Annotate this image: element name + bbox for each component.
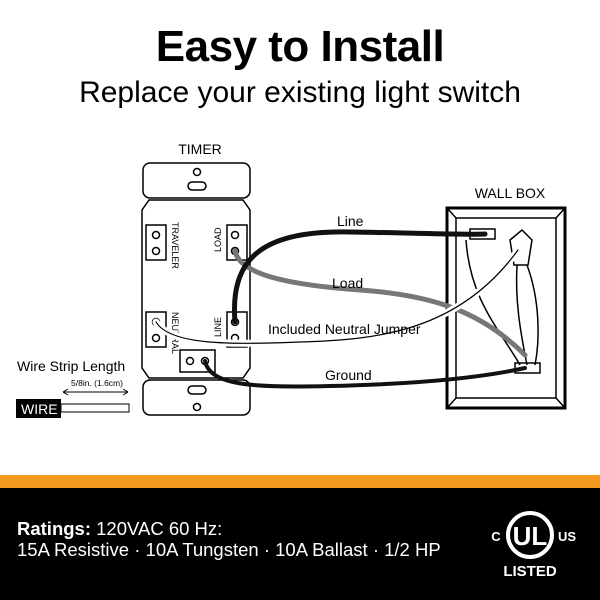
wall-box-label: WALL BOX [475, 185, 546, 201]
load-terminal-label: LOAD [213, 227, 223, 252]
ul-listed-logo: UL C US LISTED [491, 511, 576, 580]
bottom-mounting-plate [142, 379, 251, 416]
svg-text:UL: UL [513, 521, 548, 551]
top-mounting-plate [142, 162, 251, 199]
page-subtitle: Replace your existing light switch [79, 76, 521, 109]
line-wire [231, 229, 488, 325]
page-title: Easy to Install [155, 22, 445, 71]
traveler-terminal-label: TRAVELER [170, 222, 180, 269]
ground-wire [203, 359, 527, 389]
ratings-line2: 15A Resistive · 10A Tungsten · 10A Balla… [17, 539, 441, 560]
line-wire-label: Line [337, 213, 364, 229]
footer: Ratings: 120VAC 60 Hz: 15A Resistive · 1… [0, 488, 600, 600]
timer-label: TIMER [178, 141, 222, 157]
neutral-jumper-label: Included Neutral Jumper [268, 321, 421, 337]
ratings-line1: 120VAC 60 Hz: [96, 518, 223, 539]
strip-measure: 5/8in. (1.6cm) [71, 378, 123, 388]
svg-text:US: US [558, 529, 576, 544]
wire-strip-guide: Wire Strip Length 5/8in. (1.6cm) WIRE [16, 358, 130, 418]
wire-label: WIRE [21, 401, 58, 417]
load-wire [232, 248, 528, 358]
ratings: Ratings: 120VAC 60 Hz: 15A Resistive · 1… [17, 518, 441, 560]
load-wire-label: Load [332, 275, 363, 291]
wires [152, 229, 528, 389]
svg-text:C: C [491, 529, 501, 544]
svg-text:LISTED: LISTED [503, 563, 557, 580]
accent-band [0, 475, 600, 488]
wiring-diagram: TIMER WALL BOX TRAVELER LOAD NEUTRAL LIN… [16, 141, 567, 418]
ratings-label: Ratings: [17, 518, 91, 539]
timer-switch [141, 162, 251, 416]
line-terminal-label: LINE [213, 317, 223, 337]
strip-title: Wire Strip Length [17, 358, 125, 374]
ground-wire-label: Ground [325, 367, 372, 383]
